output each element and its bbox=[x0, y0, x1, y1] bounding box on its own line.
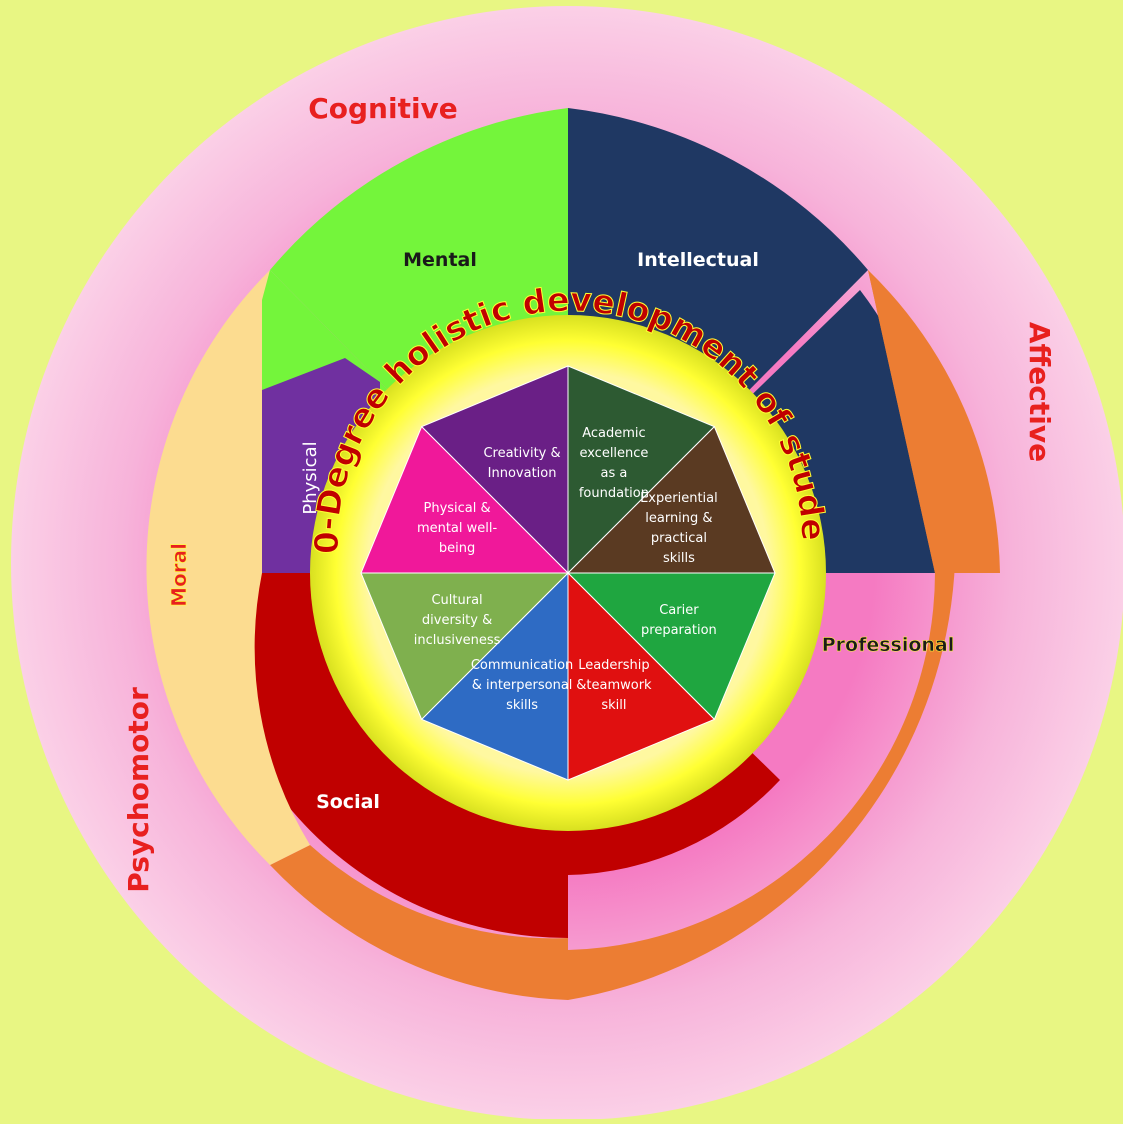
core-segment-label-line: &teamwork bbox=[576, 678, 652, 693]
dimension-label-moral: Moral bbox=[167, 543, 191, 607]
dimension-label-social: Social bbox=[316, 791, 380, 813]
core-segment-label-line: skills bbox=[506, 698, 538, 713]
sector-professional bbox=[568, 270, 956, 1000]
core-segment-label-1: Academic excellence as a foundation bbox=[579, 426, 649, 501]
core-segment-label-line: excellence bbox=[579, 446, 648, 461]
core-segment-label-line: Cultural bbox=[431, 593, 482, 608]
core-segment-label-line: being bbox=[439, 541, 475, 556]
core-segment-label-line: Communication bbox=[471, 658, 573, 673]
core-segment-label-line: mental well- bbox=[417, 521, 498, 536]
core-segment-label-line: Physical & bbox=[424, 501, 491, 516]
core-segment-label-0: Creativity & Innovation bbox=[483, 446, 560, 481]
sector-moral bbox=[146, 270, 310, 865]
core-segment-label-2: Experiential learning & practical skills bbox=[640, 491, 718, 566]
core-segment-label-line: as a bbox=[601, 466, 628, 481]
sector-social-outer bbox=[270, 845, 568, 1000]
domain-label-psychomotor: Psychomotor bbox=[122, 687, 155, 893]
core-segment-label-5: Communication & interpersonal skills bbox=[471, 658, 573, 713]
dimension-label-intellectual: Intellectual bbox=[637, 249, 759, 271]
core-segment-label-line: Academic bbox=[582, 426, 645, 441]
dimension-label-professional: Professional bbox=[822, 634, 955, 656]
core-segment-label-line: skill bbox=[601, 698, 626, 713]
core-segment-label-line: skills bbox=[663, 551, 695, 566]
core-segment-label-7: Physical & mental well-being bbox=[417, 501, 498, 556]
core-segment-label-line: Innovation bbox=[488, 466, 557, 481]
domain-label-affective: Affective bbox=[1023, 322, 1056, 462]
core-segment-label-line: diversity & bbox=[422, 613, 492, 628]
core-segment-7 bbox=[360, 425, 570, 574]
core-segment-label-line: Leadership bbox=[578, 658, 649, 673]
core-segment-label-line: inclusiveness bbox=[414, 633, 501, 648]
core-segment-label-6: Cultural diversity & inclusiveness bbox=[414, 593, 501, 648]
core-segment-label-line: learning & bbox=[645, 511, 712, 526]
core-segment-label-line: Experiential bbox=[640, 491, 718, 506]
core-segment-label-line: foundation bbox=[579, 486, 649, 501]
core-segment-label-line: Carier bbox=[659, 603, 699, 618]
dimension-label-physical: Physical bbox=[300, 441, 321, 514]
core-segment-label-3: Carier preparation bbox=[641, 603, 717, 638]
core-segment-label-line: Creativity & bbox=[483, 446, 560, 461]
core-segment-label-line: practical bbox=[651, 531, 707, 546]
core-segment-label-line: preparation bbox=[641, 623, 717, 638]
sector-professional-upper bbox=[868, 270, 1000, 573]
core-segment-label-4: Leadership&teamwork skill bbox=[576, 658, 652, 713]
domain-label-cognitive: Cognitive bbox=[308, 92, 458, 125]
core-pie: Creativity & Innovation Academic excellence… bbox=[360, 365, 776, 781]
dimension-label-mental: Mental bbox=[403, 249, 477, 271]
core-segment-label-line: & interpersonal bbox=[472, 678, 573, 693]
